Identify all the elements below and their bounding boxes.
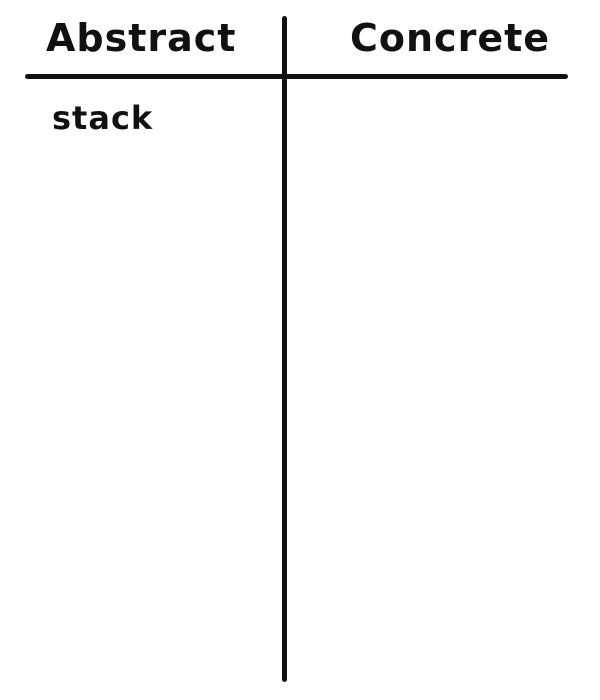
concrete-column-header: Concrete <box>350 16 551 60</box>
column-divider-line <box>282 16 287 682</box>
abstract-column-header: Abstract <box>46 16 237 60</box>
abstract-column-list: stack <box>52 96 272 140</box>
header-divider-line <box>25 74 568 79</box>
abstract-item: stack <box>52 99 154 137</box>
